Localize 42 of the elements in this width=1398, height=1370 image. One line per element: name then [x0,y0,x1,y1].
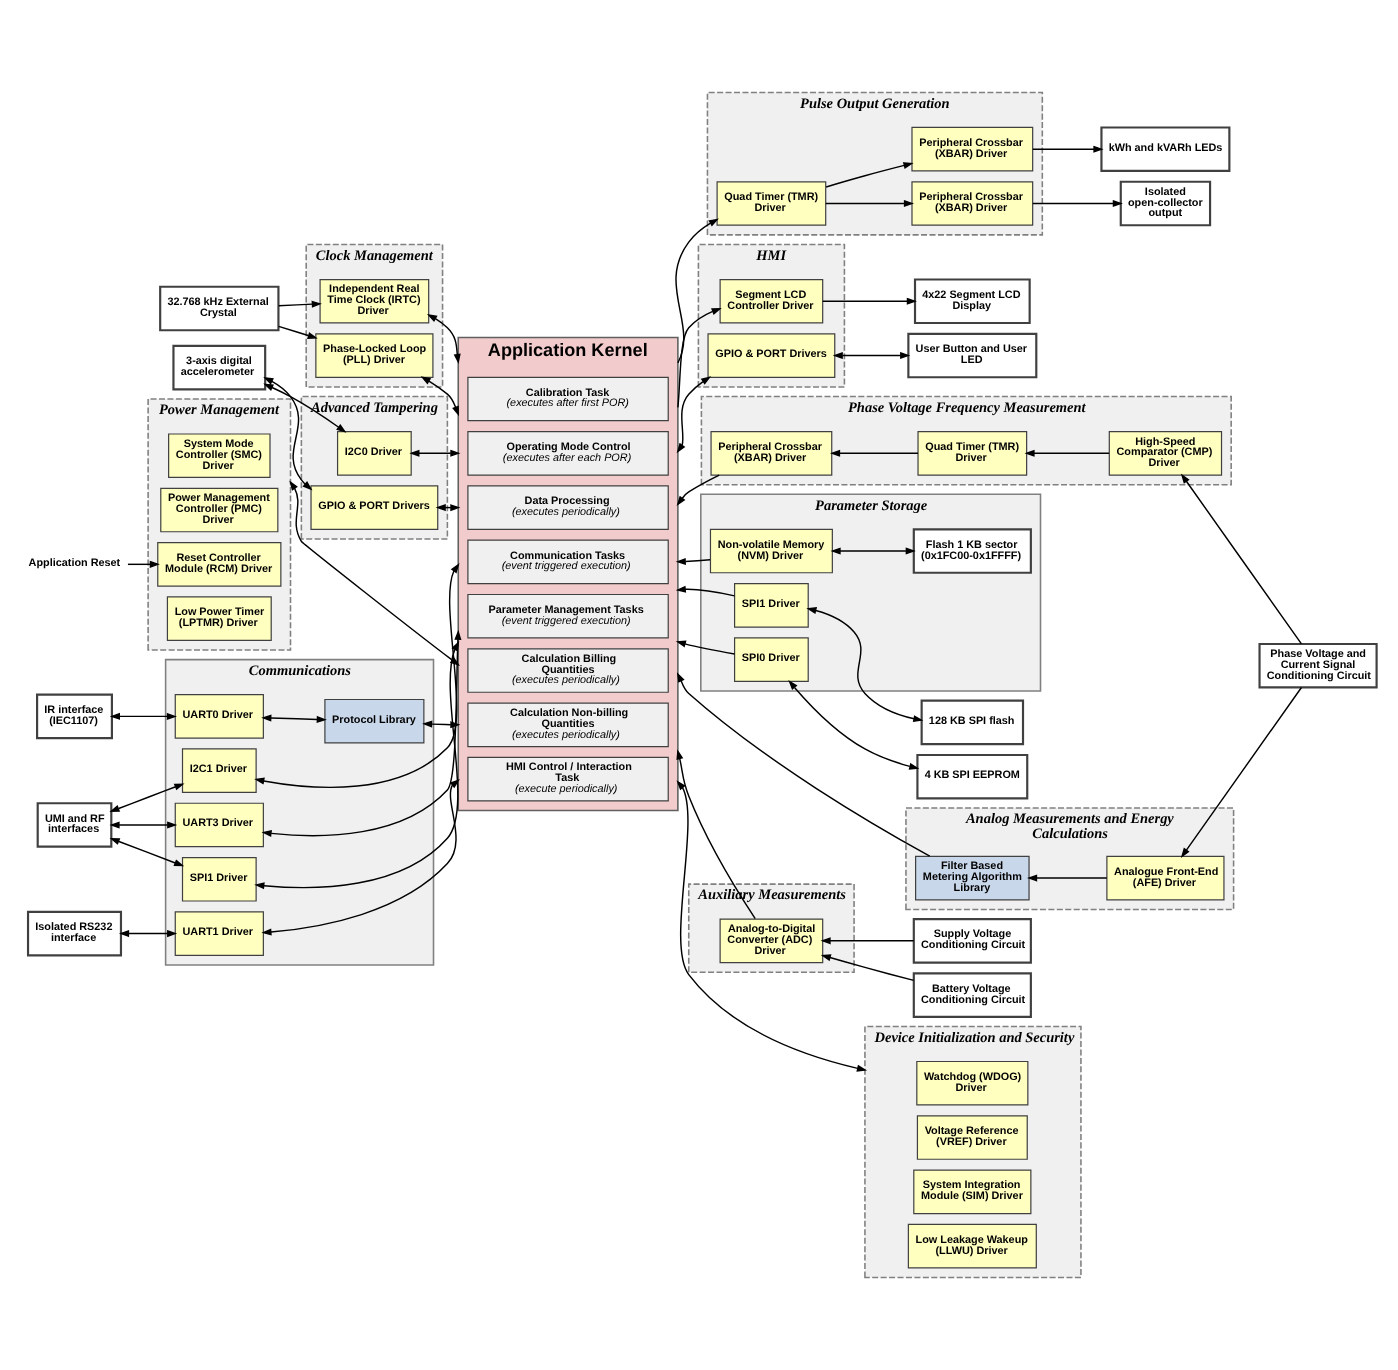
arrow [1032,145,1104,153]
arrow [676,780,868,1072]
arrow [675,585,736,597]
arrow [825,199,915,208]
arrow [677,308,722,409]
arrow [820,954,915,982]
arrow [675,218,719,364]
arrow [1032,199,1123,208]
arrow [788,680,920,770]
arrow [675,640,736,655]
arrow [109,712,177,720]
arrow [118,930,178,938]
arrow [1024,449,1110,457]
arrow [832,352,911,360]
arrow [1027,874,1108,882]
arrow [820,937,915,945]
arrow [821,297,917,305]
arrow [263,383,347,433]
arrow [1180,473,1303,645]
arrow [420,376,460,417]
arrow [676,749,756,920]
arrow [676,474,720,507]
arrow [261,779,460,936]
arrow [676,672,931,857]
arrow [109,783,185,813]
arrow [409,449,461,457]
arrow [127,560,160,568]
arrow [261,714,327,723]
arrow [830,449,919,457]
arrow [830,547,916,555]
arrow [289,480,460,666]
arrow [426,313,461,365]
arrow [109,837,185,867]
arrow [675,557,711,566]
arrow [109,821,178,829]
arrow [1180,686,1303,858]
arrow [263,377,313,491]
arrow [277,300,322,308]
arrow [676,376,712,454]
arrow [277,325,318,339]
arrow [825,162,914,188]
arrow [806,607,924,723]
